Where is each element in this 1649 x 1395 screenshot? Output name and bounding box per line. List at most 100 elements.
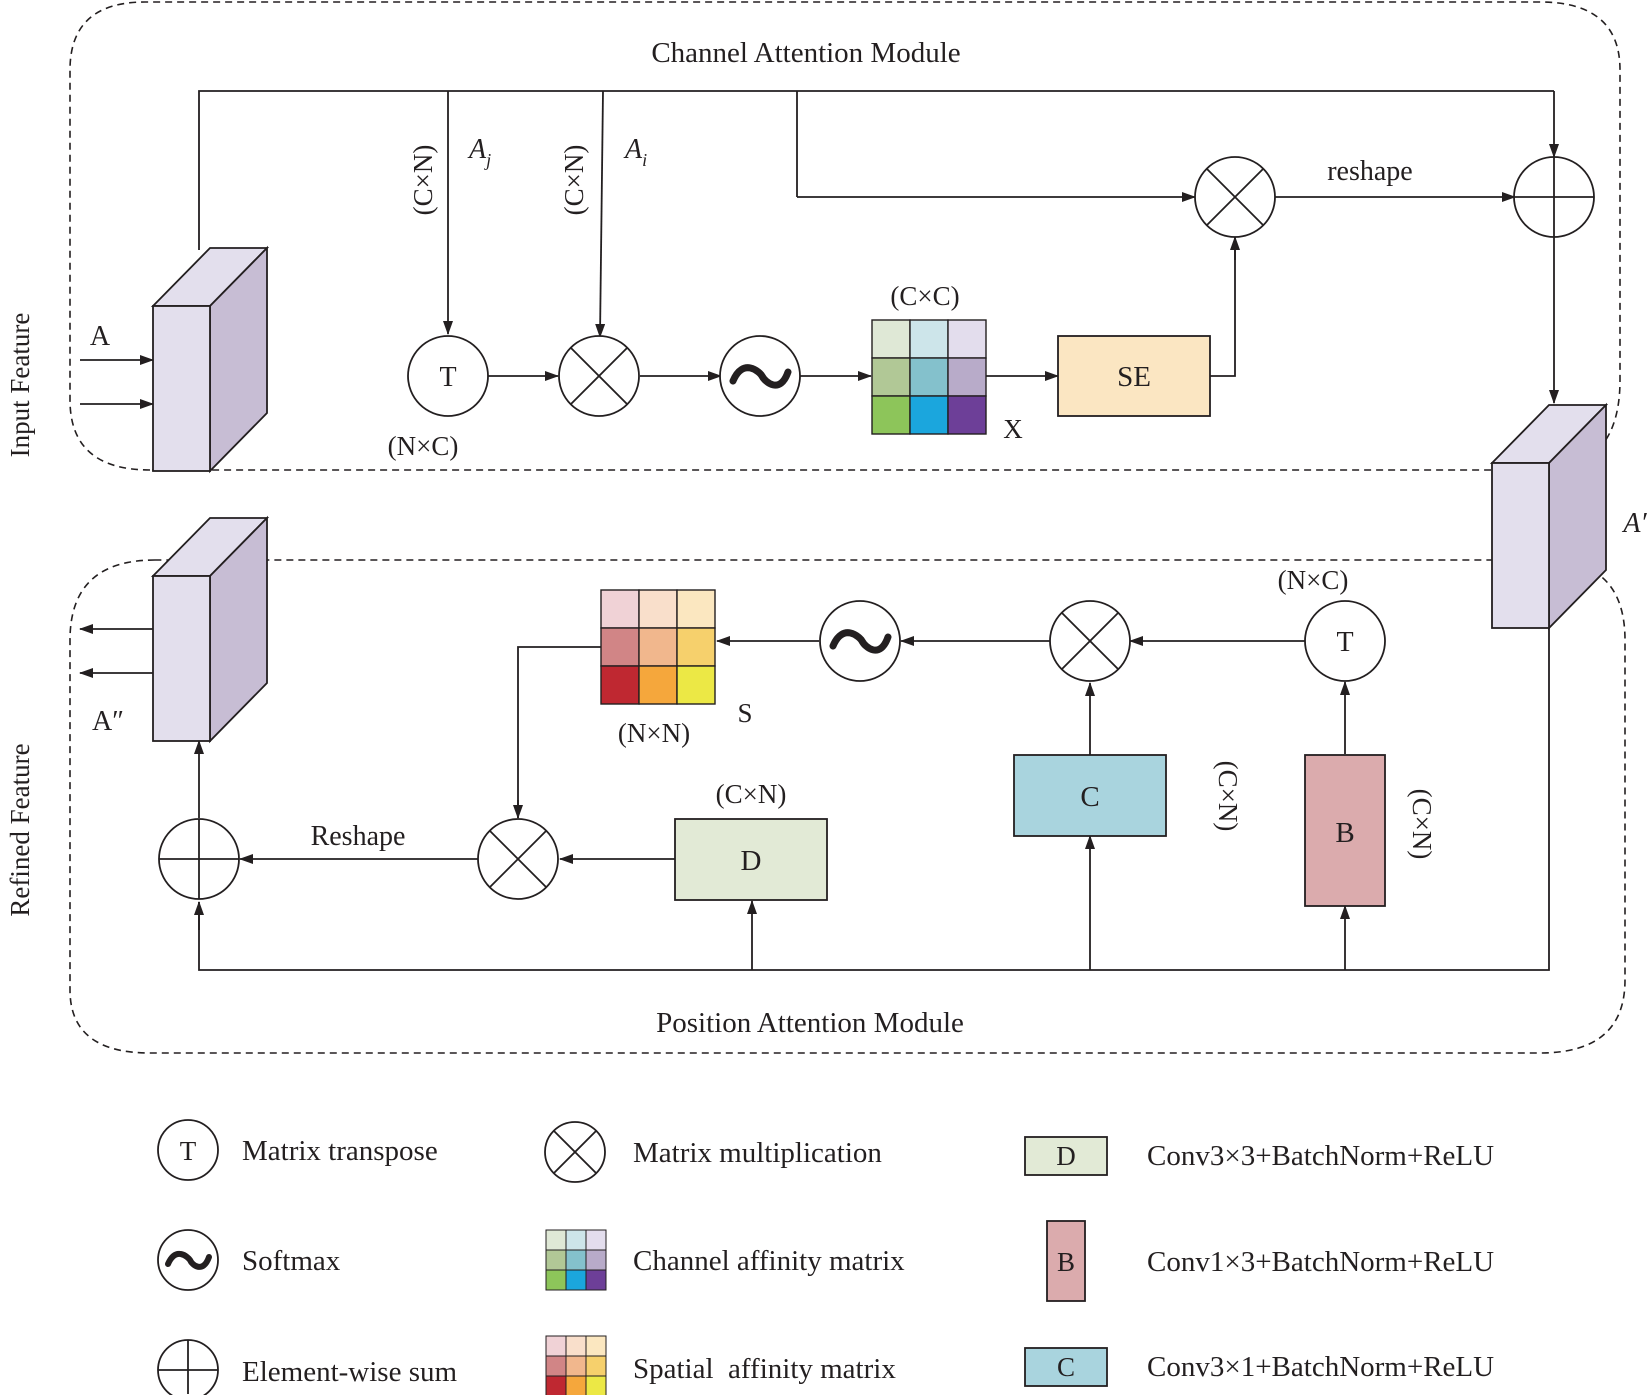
cn-label-c: (C×N) <box>1213 761 1243 832</box>
nn-label: (N×N) <box>618 718 690 748</box>
refined-feature-block <box>150 515 270 744</box>
channel-softmax-op <box>719 335 801 417</box>
block-b-label: B <box>1335 817 1354 849</box>
matrix-cell <box>585 1355 607 1377</box>
x-label: X <box>1003 414 1023 444</box>
channel-output-feature-block <box>1489 402 1609 631</box>
matrix-cell <box>585 1229 607 1251</box>
matrix-cell <box>545 1269 567 1291</box>
matrix-cell <box>638 627 678 667</box>
reshape-label-channel: reshape <box>1327 156 1413 187</box>
legend-c-symbol: C <box>1057 1352 1075 1382</box>
legend-softmax-label: Softmax <box>242 1245 341 1277</box>
ai-label: Ai <box>623 134 647 170</box>
block-d <box>674 818 828 901</box>
feature-front-face <box>1491 462 1550 629</box>
refined-output-label: A″ <box>92 706 124 737</box>
channel-module-border <box>69 1 1621 471</box>
matrix-cell <box>676 627 716 667</box>
matrix-cell <box>585 1249 607 1271</box>
matrix-cell <box>676 589 716 629</box>
matrix-cell <box>947 395 987 435</box>
legend-channel-affinity-label: Channel affinity matrix <box>633 1245 905 1277</box>
matrix-cell <box>600 627 640 667</box>
legend-softmax-icon <box>157 1229 219 1291</box>
matrix-cell <box>585 1335 607 1357</box>
matrix-cell <box>565 1375 587 1395</box>
legend-c-icon <box>1024 1347 1108 1387</box>
legend-sum-icon <box>157 1339 219 1395</box>
legend-transpose-label: Matrix transpose <box>242 1135 438 1167</box>
cn-label-aj: (C×N) <box>408 145 438 216</box>
matrix-cell <box>638 589 678 629</box>
transpose-symbol: T <box>439 362 456 393</box>
matrix-cell <box>565 1249 587 1271</box>
s-label: S <box>737 698 752 728</box>
cn-label-d: (C×N) <box>716 779 787 809</box>
legend-b-desc: Conv1×3+BatchNorm+ReLU <box>1147 1246 1494 1278</box>
cn-label-ai: (C×N) <box>559 145 589 216</box>
position-multiply-op-2 <box>477 818 559 900</box>
channel-connectors <box>198 90 1559 404</box>
legend-multiplication-icon <box>544 1121 606 1183</box>
input-label: A <box>90 321 111 352</box>
matrix-cell <box>871 319 911 359</box>
position-connectors <box>194 628 1550 971</box>
legend-multiplication-label: Matrix multiplication <box>633 1137 882 1169</box>
legend-d-symbol: D <box>1056 1141 1076 1171</box>
matrix-cell <box>545 1229 567 1251</box>
matrix-cell <box>585 1269 607 1291</box>
refined-feature-label: Refined Feature <box>5 743 35 916</box>
legend-b-symbol: B <box>1057 1247 1075 1277</box>
ai-label-sub: i <box>642 150 647 170</box>
feature-front-face <box>152 305 211 472</box>
legend-channel-matrix-icon <box>545 1229 607 1291</box>
legend-spatial-affinity-label: Spatial affinity matrix <box>633 1353 896 1385</box>
legend-d-icon <box>1024 1136 1108 1176</box>
channel-output-label: A′ <box>1621 508 1647 539</box>
block-d-label: D <box>741 845 762 877</box>
channel-transpose-op: T <box>407 335 489 417</box>
matrix-cell <box>545 1375 567 1395</box>
input-feature-block <box>150 245 270 474</box>
block-b <box>1304 754 1386 907</box>
cn-label-b: (C×N) <box>1407 789 1437 860</box>
channel-multiply-op <box>558 335 640 417</box>
se-block <box>1057 335 1211 417</box>
ai-label-main: A <box>623 134 643 165</box>
aj-label-main: A <box>467 134 487 165</box>
matrix-cell <box>947 319 987 359</box>
channel-multiply-op-2 <box>1194 156 1276 238</box>
block-c-label: C <box>1080 781 1099 813</box>
aj-label-sub: j <box>484 150 491 170</box>
matrix-cell <box>565 1355 587 1377</box>
position-multiply-op <box>1049 600 1131 682</box>
matrix-cell <box>600 665 640 705</box>
matrix-cell <box>871 395 911 435</box>
matrix-cell <box>947 357 987 397</box>
matrix-cell <box>545 1355 567 1377</box>
aj-label: Aj <box>467 134 491 170</box>
matrix-cell <box>909 357 949 397</box>
nc-label-position: (N×C) <box>1278 565 1349 595</box>
transpose-symbol: T <box>1336 627 1353 658</box>
matrix-cell <box>909 319 949 359</box>
nc-label-channel: (N×C) <box>388 431 459 461</box>
matrix-cell <box>600 589 640 629</box>
position-module-title: Position Attention Module <box>656 1007 964 1039</box>
feature-front-face <box>152 575 211 742</box>
channel-affinity-matrix <box>871 319 987 435</box>
block-c <box>1013 754 1167 837</box>
position-softmax-op <box>819 600 901 682</box>
cc-label: (C×C) <box>890 281 959 311</box>
position-transpose-op: T <box>1304 600 1386 682</box>
matrix-cell <box>638 665 678 705</box>
matrix-cell <box>676 665 716 705</box>
channel-module-title: Channel Attention Module <box>651 37 960 69</box>
matrix-cell <box>909 395 949 435</box>
matrix-cell <box>545 1335 567 1357</box>
legend-transpose-symbol: T <box>180 1136 197 1166</box>
matrix-cell <box>871 357 911 397</box>
legend-c-desc: Conv3×1+BatchNorm+ReLU <box>1147 1351 1494 1383</box>
